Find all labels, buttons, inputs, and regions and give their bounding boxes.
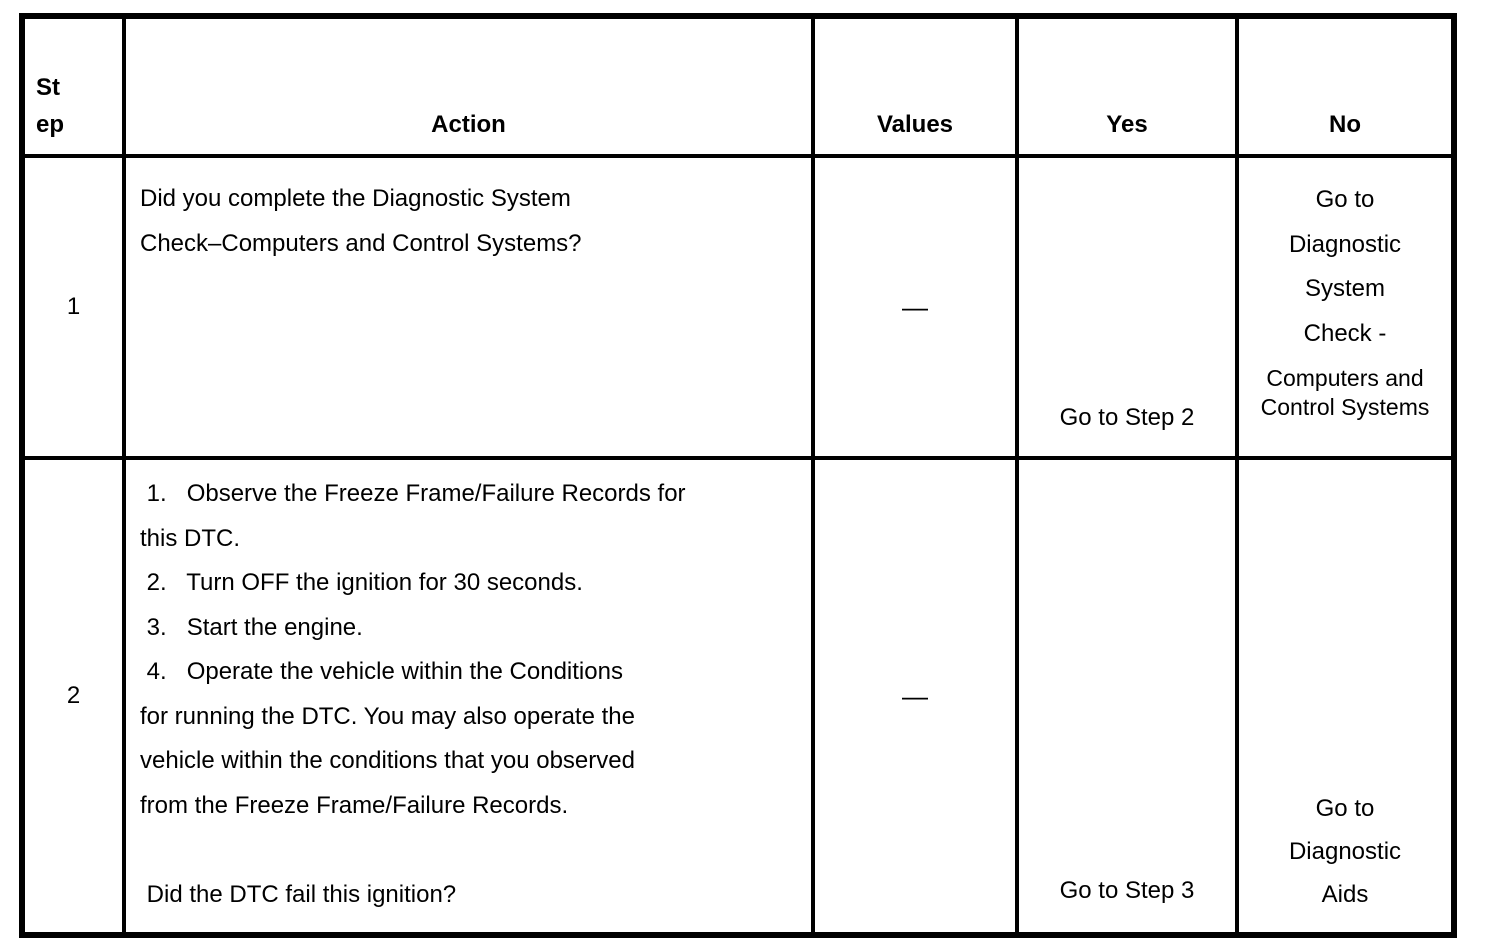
row2-values-cell: — (815, 460, 1019, 932)
header-action-label: Action (431, 111, 506, 138)
yes-instruction: Go to Step 3 (1059, 877, 1195, 904)
text-line: 2. Turn OFF the ignition for 30 seconds. (140, 569, 583, 596)
row2-step-cell: 2 (25, 460, 126, 932)
column-header-yes: Yes (1019, 19, 1239, 158)
row1-action-cell: Did you complete the Diagnostic System C… (126, 158, 815, 460)
step-number: 2 (66, 682, 81, 709)
header-step-line-2: ep (36, 111, 65, 138)
header-yes-label: Yes (1106, 111, 1148, 138)
column-header-no: No (1239, 19, 1451, 158)
text-line: System (1304, 275, 1385, 302)
text-line: from the Freeze Frame/Failure Records. (140, 791, 569, 819)
values-dash: — (902, 291, 928, 322)
values-dash: — (902, 680, 928, 711)
text-line: Did you complete the Diagnostic System (140, 185, 571, 212)
text-line: Go to (1315, 186, 1375, 213)
text-line: this DTC. (140, 524, 241, 552)
column-header-step: St ep (25, 19, 126, 158)
row2-action-cell: 1. Observe the Freeze Frame/Failure Reco… (126, 460, 815, 932)
text-line: 4. Operate the vehicle within the Condit… (140, 658, 623, 685)
text-line: Computers and (1266, 365, 1424, 391)
row1-yes-cell: Go to Step 2 (1019, 158, 1239, 460)
text-line: Diagnostic (1288, 230, 1402, 258)
text-line: for running the DTC. You may also operat… (140, 702, 635, 730)
header-step-line-1: St (36, 74, 60, 101)
yes-instruction: Go to Step 2 (1059, 404, 1195, 431)
text-line: 3. Start the engine. (140, 613, 363, 641)
diagnostic-step-table: St ep Action Values Yes No 1 Did you com… (19, 13, 1457, 938)
blank-line (140, 828, 803, 873)
text-line: Control Systems (1260, 394, 1430, 420)
row2-yes-cell: Go to Step 3 (1019, 460, 1239, 932)
text-line: Did the DTC fail this ignition? (140, 880, 457, 908)
text-line: Check–Computers and Control Systems? (140, 229, 582, 257)
no-instruction-wrap-block: Computers and Control Systems (1239, 364, 1451, 422)
row1-step-cell: 1 (25, 158, 126, 460)
row1-values-cell: — (815, 158, 1019, 460)
row2-no-cell: Go to Diagnostic Aids (1239, 460, 1451, 932)
text-line: 1. Observe the Freeze Frame/Failure Reco… (140, 480, 686, 507)
column-header-values: Values (815, 19, 1019, 158)
text-line: vehicle within the conditions that you o… (140, 747, 635, 774)
header-values-label: Values (876, 111, 954, 138)
step-number: 1 (66, 293, 81, 320)
text-line: Diagnostic (1288, 838, 1402, 865)
column-header-action: Action (126, 19, 815, 158)
text-line: Go to (1315, 795, 1375, 822)
text-line: Check - (1303, 319, 1387, 347)
row1-no-cell: Go to Diagnostic System Check - Computer… (1239, 158, 1451, 460)
text-line: Aids (1321, 881, 1369, 908)
header-no-label: No (1329, 111, 1361, 138)
